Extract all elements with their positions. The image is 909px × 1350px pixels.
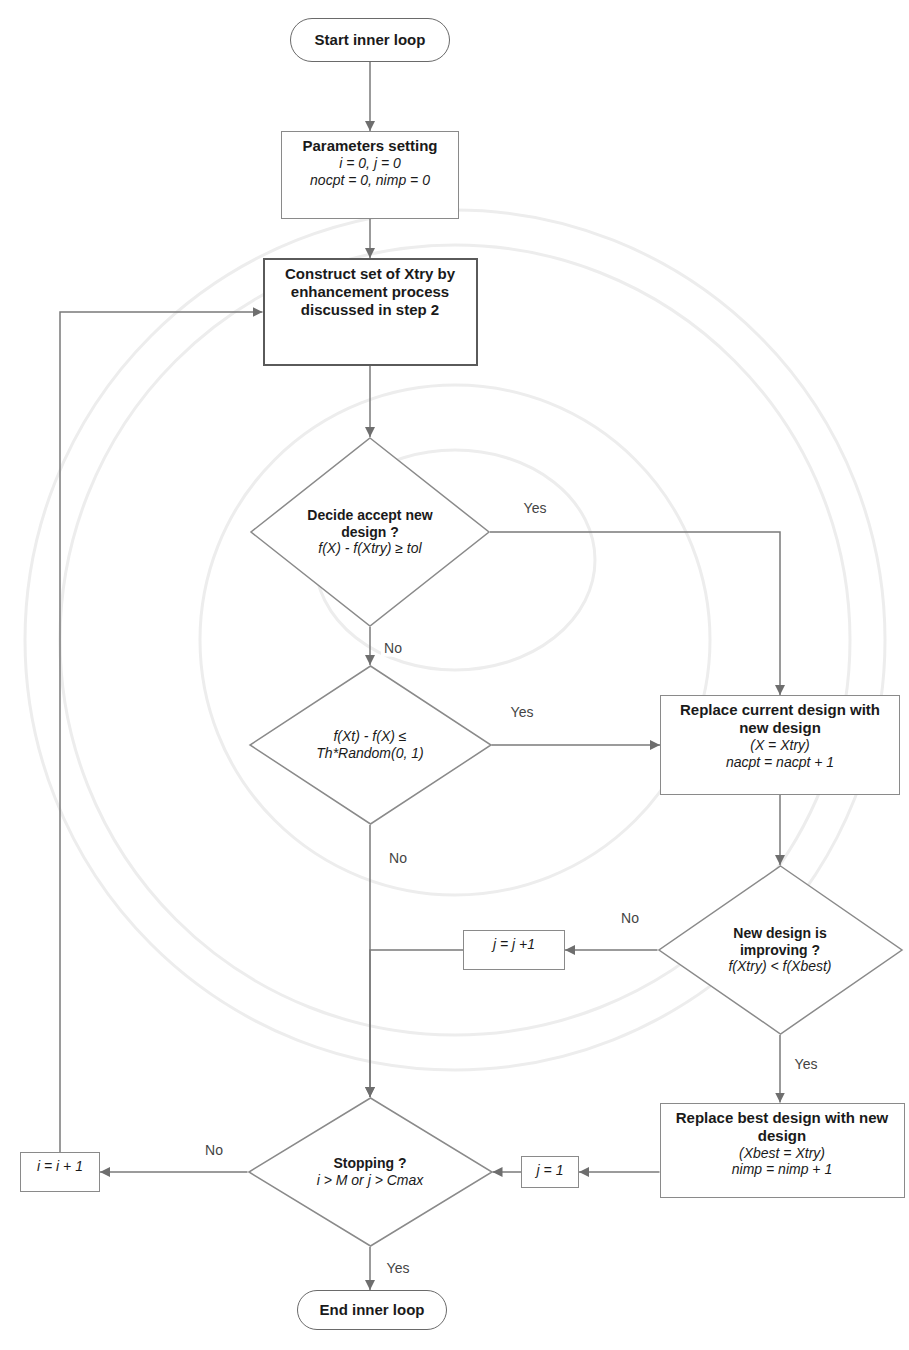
node-text: Start inner loop xyxy=(305,31,435,49)
node-text: (Xbest = Xtry) xyxy=(667,1145,898,1162)
flow-arrow xyxy=(60,312,263,1152)
flow-arrow xyxy=(370,950,463,1097)
edge-label: No xyxy=(618,910,642,927)
diamond-text-area: Stopping ?i > M or j > Cmax xyxy=(299,1155,441,1189)
start-terminal: Start inner loop xyxy=(290,18,450,62)
node-text: f(Xt) - f(X) ≤ Th*Random(0, 1) xyxy=(300,728,441,762)
node-text: j = 1 xyxy=(528,1162,572,1179)
flow-arrow xyxy=(490,532,780,695)
diamond-shape xyxy=(250,666,491,824)
diamond-shape xyxy=(251,438,489,626)
node-heading: New design is improving ? xyxy=(709,925,851,959)
node-text: f(X) - f(Xtry) ≥ tol xyxy=(301,540,440,557)
diamond-shape xyxy=(249,1098,492,1246)
node-text: j = j +1 xyxy=(470,936,558,953)
process-box: i = i + 1 xyxy=(20,1152,100,1192)
node-text: Construct set of Xtry by enhancement pro… xyxy=(271,265,470,319)
flow-arrow xyxy=(369,366,371,437)
flow-arrow xyxy=(369,1247,371,1290)
decision-diamond: f(Xt) - f(X) ≤ Th*Random(0, 1) xyxy=(249,665,492,825)
node-text: End inner loop xyxy=(312,1301,432,1319)
end-terminal: End inner loop xyxy=(297,1290,447,1330)
node-text: f(Xtry) < f(Xbest) xyxy=(709,958,851,975)
process-box: Replace current design with new design(X… xyxy=(660,695,900,795)
decision-diamond: Decide accept new design ?f(X) - f(Xtry)… xyxy=(250,437,490,627)
process-box: Parameters settingi = 0, j = 0nocpt = 0,… xyxy=(281,131,459,219)
node-heading: Replace best design with new design xyxy=(667,1109,898,1145)
flow-arrow xyxy=(779,1035,781,1103)
decision-diamond: New design is improving ?f(Xtry) < f(Xbe… xyxy=(658,865,903,1035)
edge-label: Yes xyxy=(792,1056,821,1073)
edge-label: No xyxy=(386,850,410,867)
edge-label: Yes xyxy=(521,500,550,517)
flow-arrow xyxy=(579,1171,660,1173)
node-text: i = 0, j = 0 xyxy=(288,155,452,172)
flow-arrow xyxy=(493,1171,522,1173)
node-heading: Decide accept new design ? xyxy=(301,507,440,541)
edge-label: Yes xyxy=(384,1260,413,1277)
diamond-text-area: f(Xt) - f(X) ≤ Th*Random(0, 1) xyxy=(300,728,441,762)
decision-diamond: Stopping ?i > M or j > Cmax xyxy=(248,1097,493,1247)
node-text: (X = Xtry) xyxy=(667,737,893,754)
process-box: Construct set of Xtry by enhancement pro… xyxy=(263,258,478,366)
node-text: nimp = nimp + 1 xyxy=(667,1161,898,1178)
node-text: i > M or j > Cmax xyxy=(299,1172,441,1189)
node-heading: Parameters setting xyxy=(288,137,452,155)
flow-arrow xyxy=(492,744,661,746)
process-box: j = j +1 xyxy=(463,930,565,970)
diamond-text-area: New design is improving ?f(Xtry) < f(Xbe… xyxy=(709,925,851,975)
edge-label: No xyxy=(381,640,405,657)
node-heading: Stopping ? xyxy=(299,1155,441,1172)
node-text: nacpt = nacpt + 1 xyxy=(667,754,893,771)
process-box: j = 1 xyxy=(521,1156,579,1188)
edge-label: No xyxy=(202,1142,226,1159)
node-text: i = i + 1 xyxy=(27,1158,93,1175)
diamond-text-area: Decide accept new design ?f(X) - f(Xtry)… xyxy=(301,507,440,557)
flow-arrow xyxy=(100,1171,248,1173)
process-box: Replace best design with new design(Xbes… xyxy=(660,1103,905,1198)
flow-arrow xyxy=(369,62,371,131)
flow-arrow xyxy=(779,795,781,865)
node-text: nocpt = 0, nimp = 0 xyxy=(288,172,452,189)
node-heading: Replace current design with new design xyxy=(667,701,893,737)
edge-label: Yes xyxy=(508,704,537,721)
flow-arrow xyxy=(369,627,371,665)
flow-arrow xyxy=(565,949,658,951)
flow-arrow xyxy=(369,219,371,258)
diamond-shape xyxy=(659,866,902,1034)
